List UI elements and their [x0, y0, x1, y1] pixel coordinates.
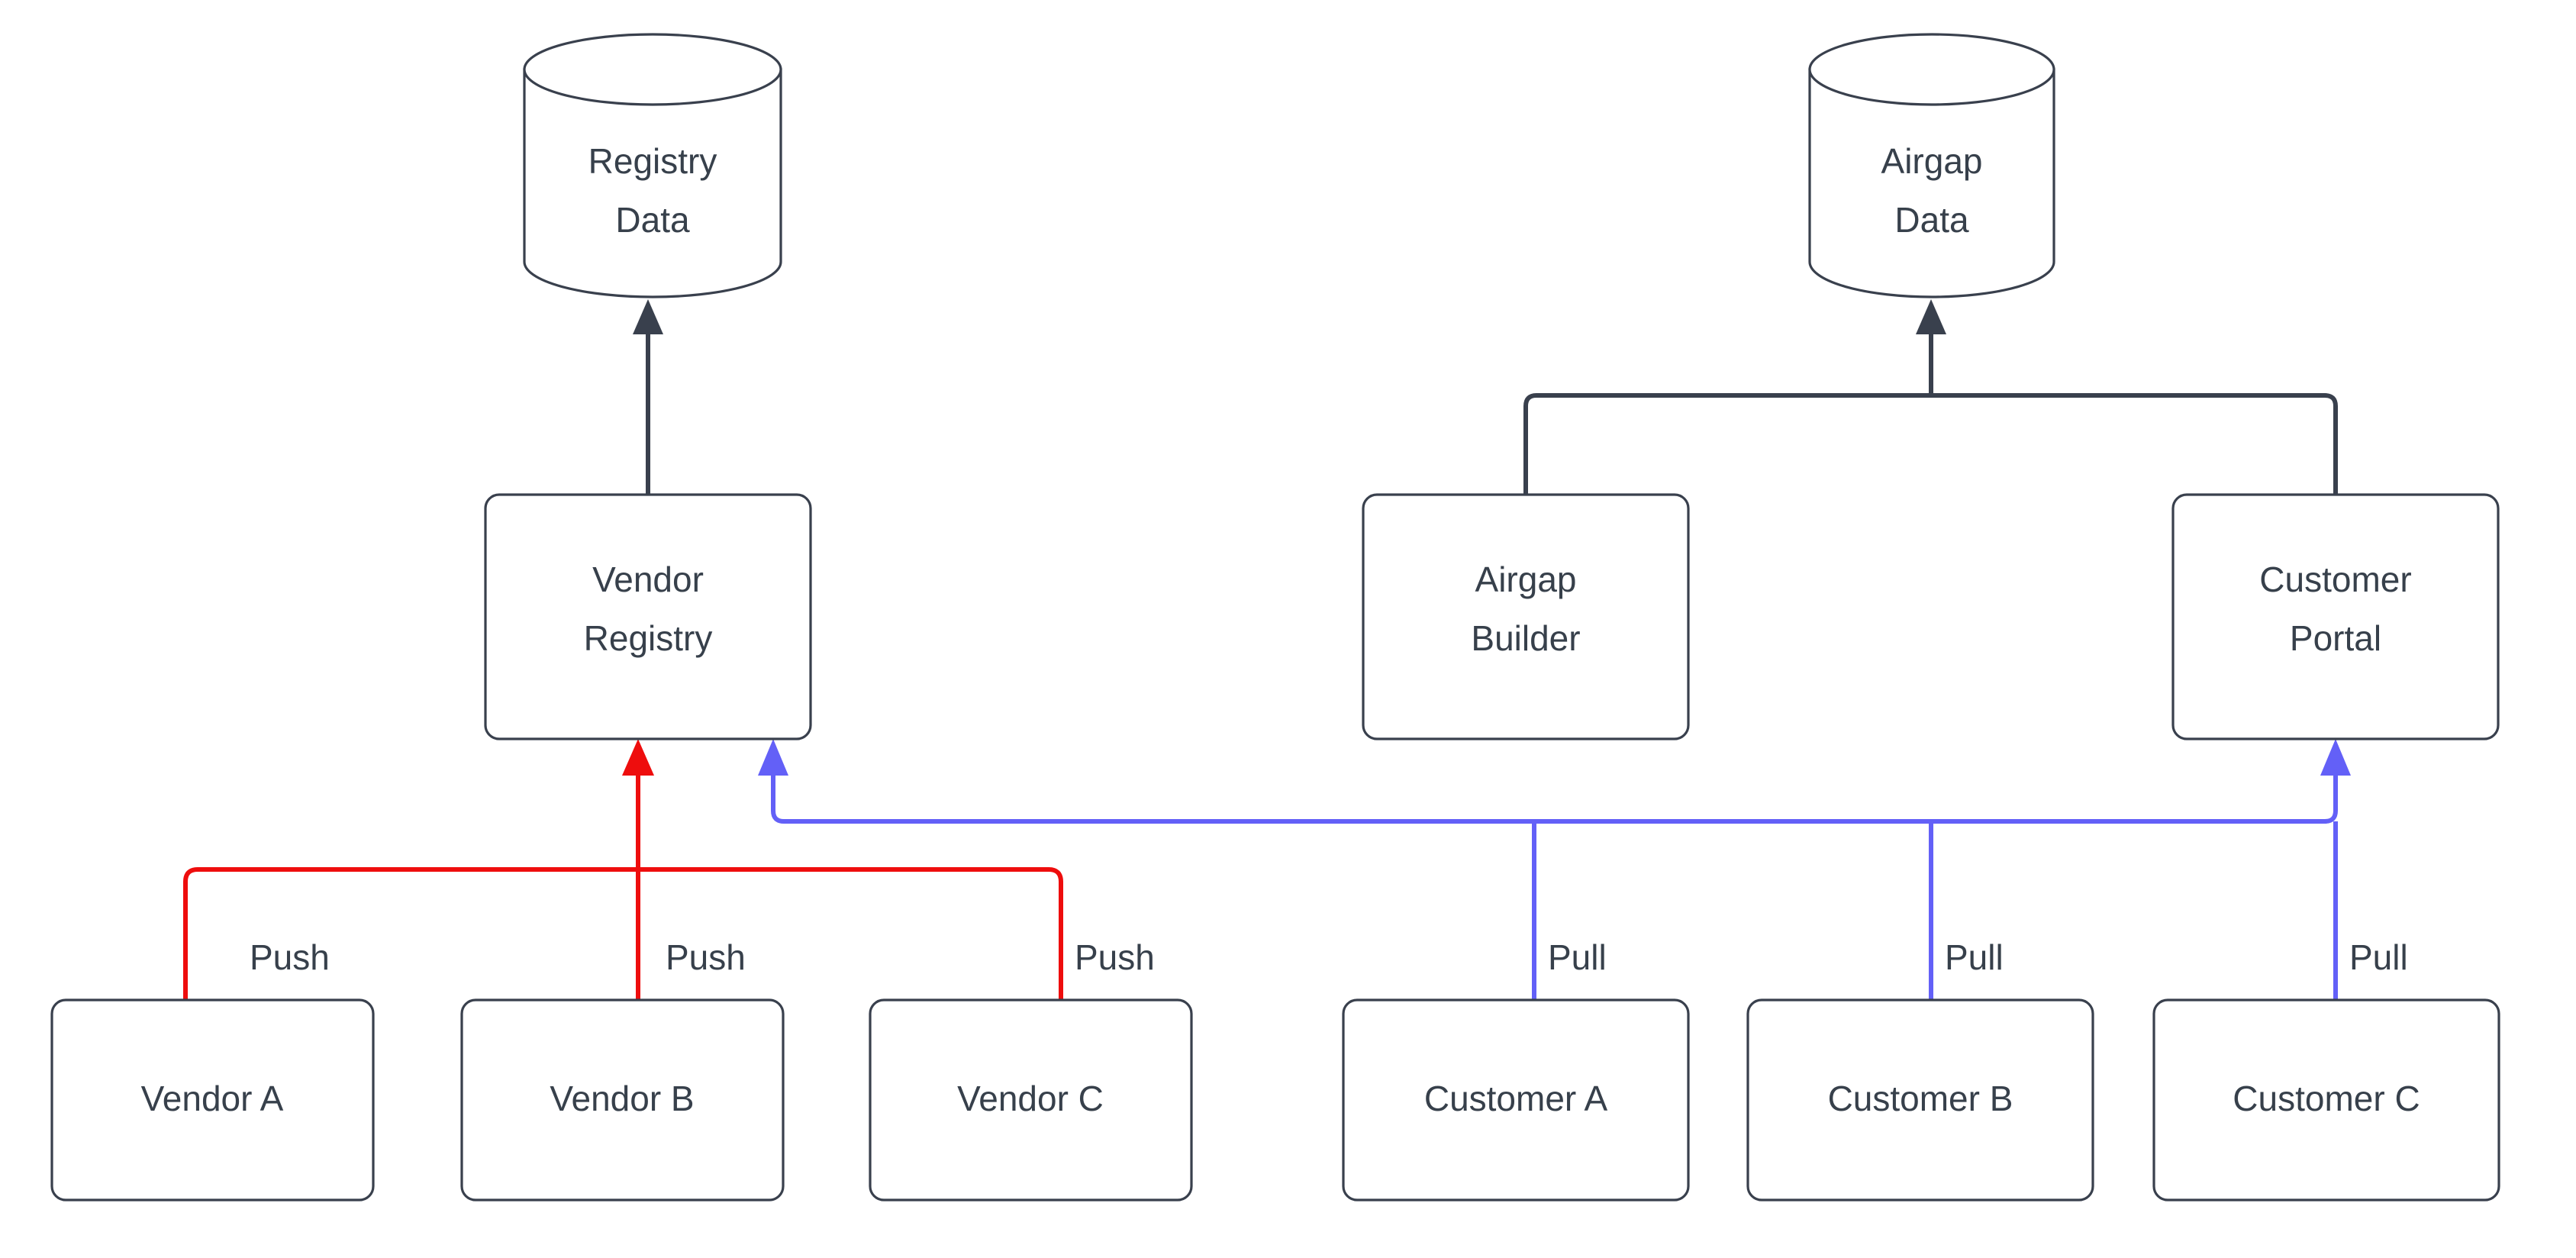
node-label: Customer A: [1424, 1079, 1608, 1118]
node-box: [50, 998, 375, 1202]
node-label: Vendor B: [550, 1079, 694, 1118]
edge-group-pull: [758, 739, 2351, 1000]
node-label-line1: Airgap: [1881, 141, 1983, 181]
edge-line-pull-bus: [771, 762, 2338, 824]
node-label-line1: Airgap: [1475, 560, 1577, 599]
edge-line-branching: [1523, 393, 2338, 495]
node-label-line2: Builder: [1471, 618, 1580, 658]
node-vendor-b[interactable]: Vendor B: [460, 998, 785, 1202]
node-box: [2171, 493, 2500, 740]
node-label-line2: Portal: [2290, 618, 2381, 658]
node-box: [1746, 998, 2094, 1202]
node-label: Customer C: [2233, 1079, 2420, 1118]
edge-label-pull-customer-c: Pull: [2349, 937, 2408, 977]
edge-vendor-registry-to-registry-data: [633, 299, 663, 495]
node-box: [869, 998, 1193, 1202]
arrowhead-up-icon: [633, 299, 663, 334]
node-label-line1: Registry: [588, 141, 717, 181]
node-box: [484, 493, 812, 740]
node-label-line1: Vendor: [592, 560, 704, 599]
edge-label-push-vendor-b: Push: [666, 937, 746, 977]
node-label-line2: Registry: [584, 618, 713, 658]
arrowhead-up-icon: [2320, 739, 2351, 776]
cylinder-body: [1808, 68, 2055, 298]
edge-airgap-fanin-to-airgap-data: [1523, 299, 2338, 495]
edge-label-push-vendor-a: Push: [250, 937, 330, 977]
node-airgap-data[interactable]: Airgap Data: [1808, 33, 2055, 298]
node-airgap-builder[interactable]: Airgap Builder: [1362, 493, 1690, 740]
node-vendor-c[interactable]: Vendor C: [869, 998, 1193, 1202]
arrowhead-up-icon: [1916, 299, 1946, 334]
edge-label-pull-customer-b: Pull: [1945, 937, 2004, 977]
node-label: Vendor A: [141, 1079, 284, 1118]
edge-line-push-bus: [183, 867, 1063, 1000]
node-customer-b[interactable]: Customer B: [1746, 998, 2094, 1202]
node-customer-a[interactable]: Customer A: [1342, 998, 1690, 1202]
edge-group-push: [183, 739, 1063, 1000]
node-box: [1362, 493, 1690, 740]
node-label-line1: Customer: [2259, 560, 2411, 599]
node-vendor-a[interactable]: Vendor A: [50, 998, 375, 1202]
node-box: [460, 998, 785, 1202]
edge-label-pull-customer-a: Pull: [1548, 937, 1607, 977]
arrowhead-up-icon: [758, 739, 788, 776]
node-vendor-registry[interactable]: Vendor Registry: [484, 493, 812, 740]
edge-label-push-vendor-c: Push: [1075, 937, 1155, 977]
node-customer-c[interactable]: Customer C: [2152, 998, 2500, 1202]
node-box: [2152, 998, 2500, 1202]
node-customer-portal[interactable]: Customer Portal: [2171, 493, 2500, 740]
node-label-line2: Data: [615, 200, 690, 240]
cylinder-top-ellipse: [1808, 33, 2055, 106]
cylinder-body: [523, 68, 782, 298]
arrowhead-up-icon: [622, 739, 654, 776]
node-label-line2: Data: [1894, 200, 1969, 240]
node-label: Customer B: [1828, 1079, 2013, 1118]
node-label: Vendor C: [957, 1079, 1104, 1118]
node-box: [1342, 998, 1690, 1202]
cylinder-top-ellipse: [523, 33, 782, 106]
node-registry-data[interactable]: Registry Data: [523, 33, 782, 298]
